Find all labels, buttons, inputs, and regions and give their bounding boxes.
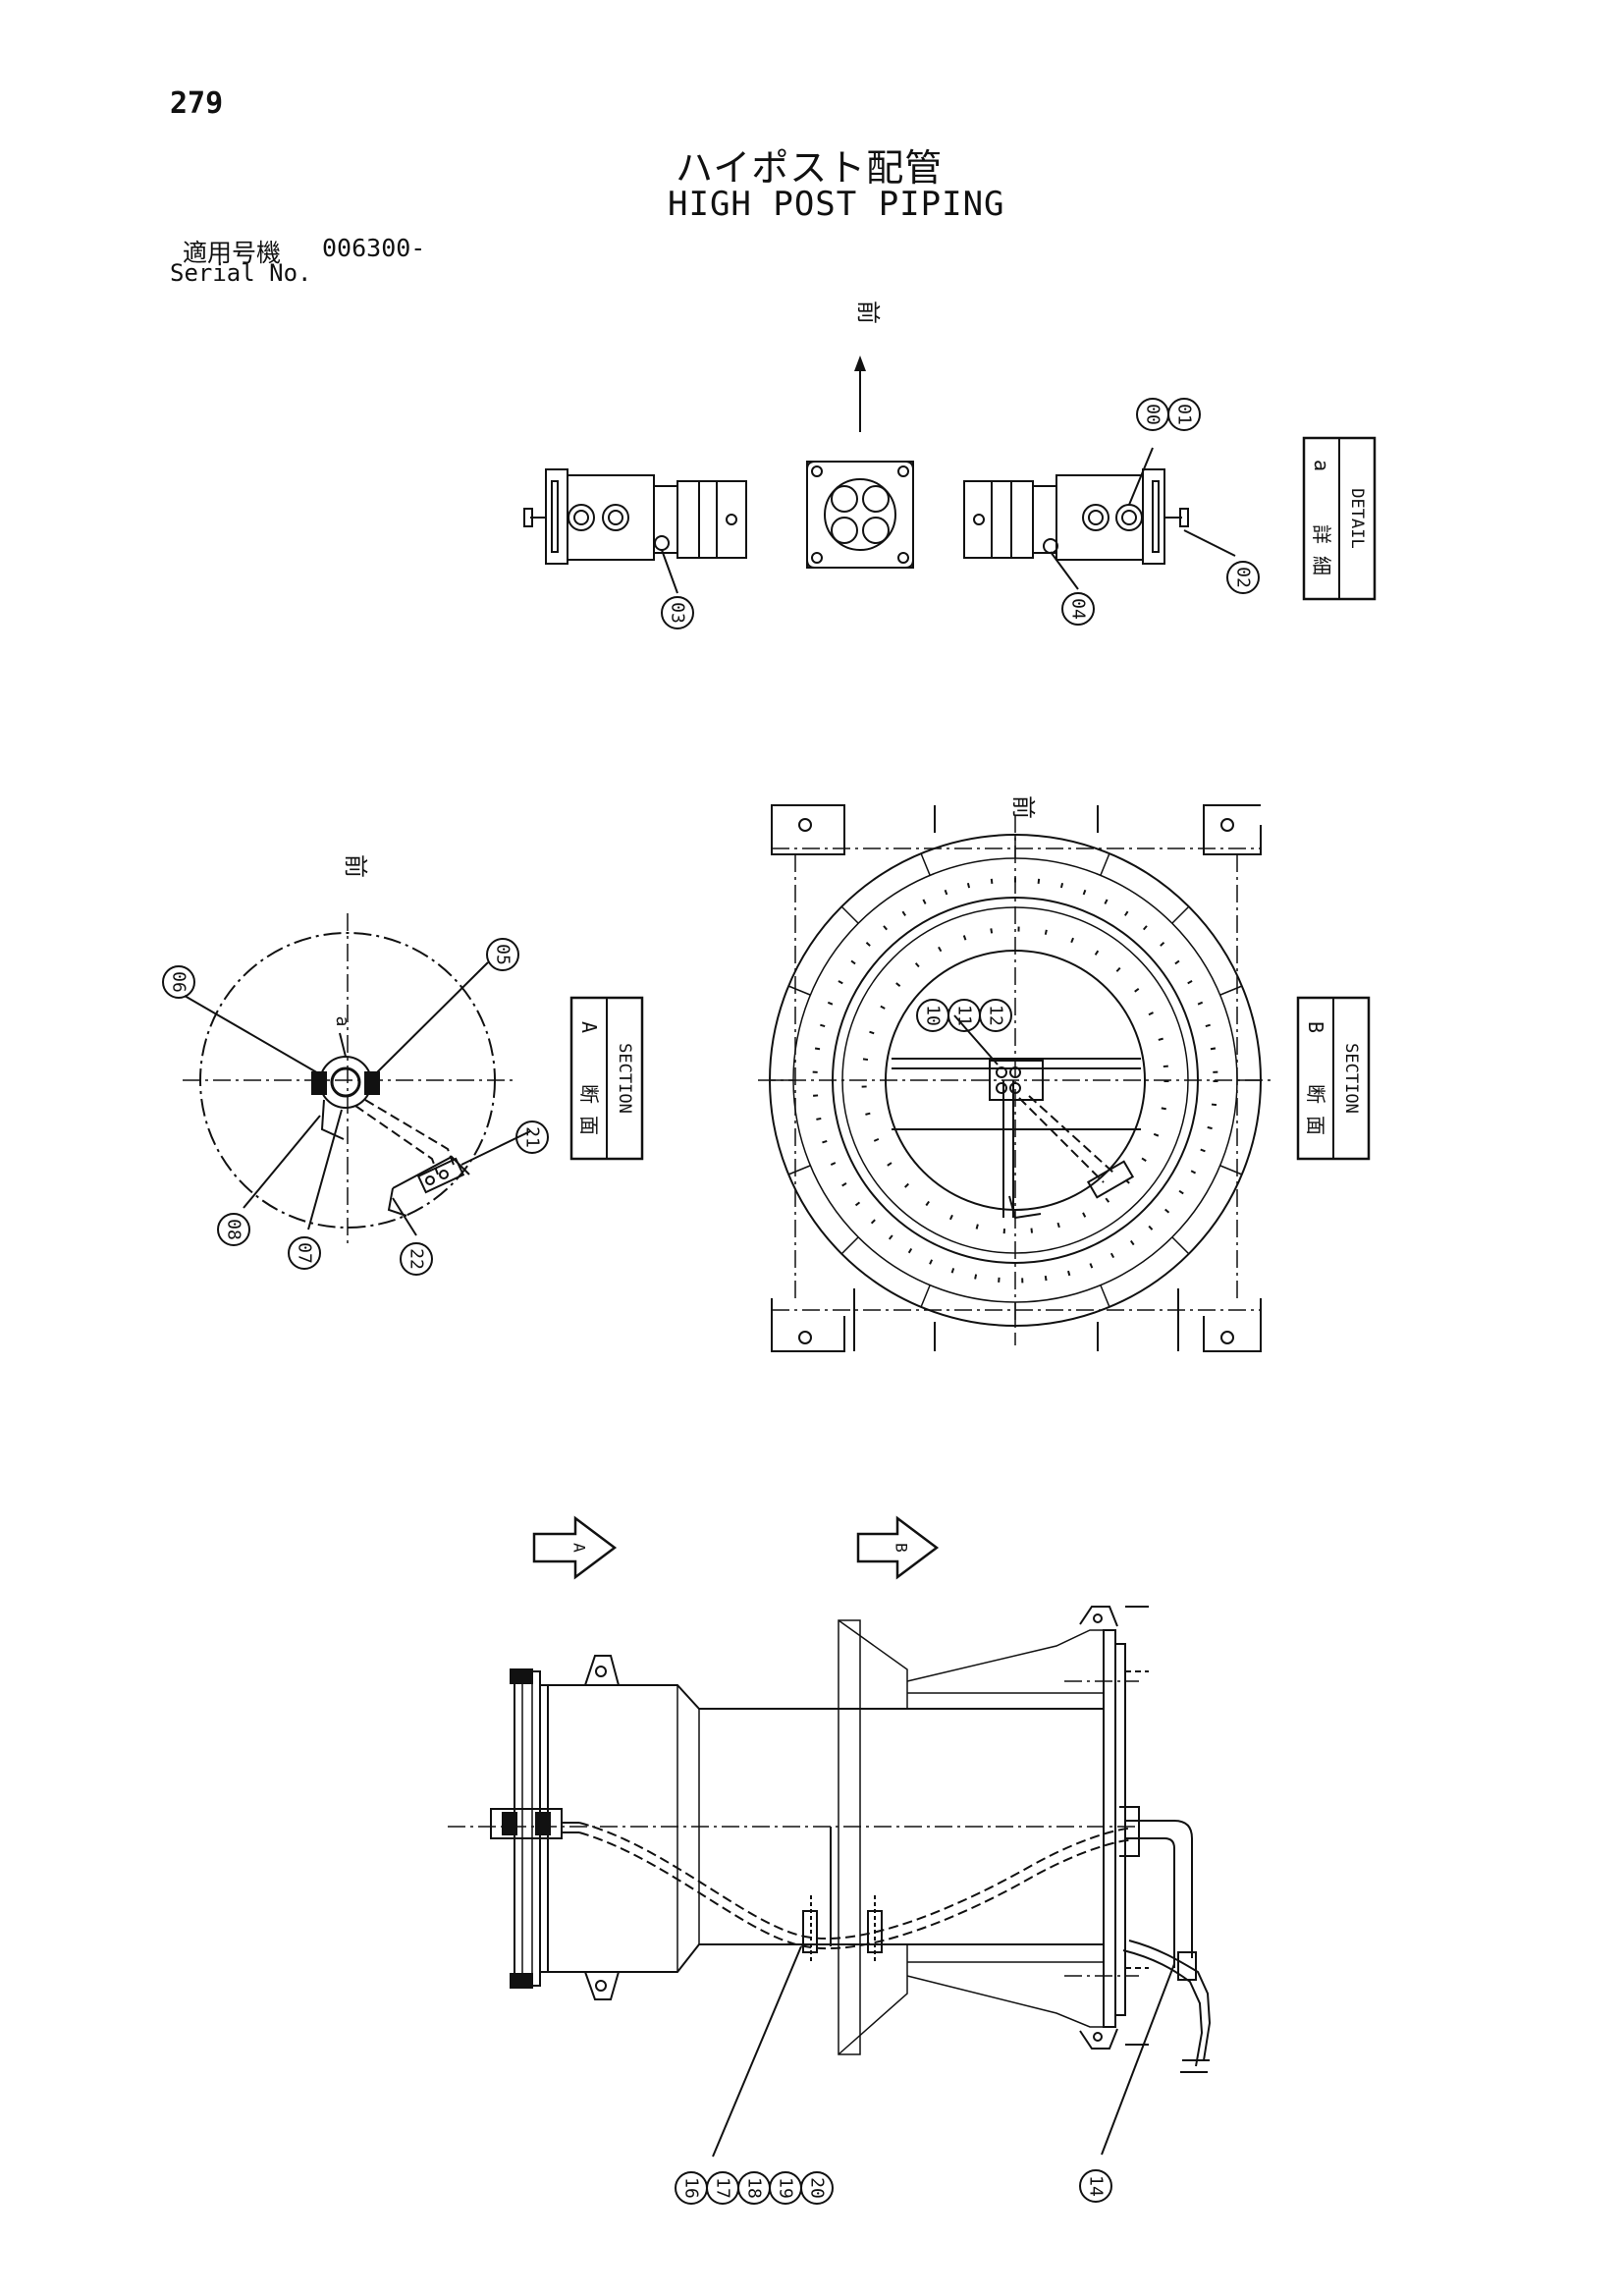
svg-text:B: B: [893, 1543, 911, 1553]
elevation-view: A B: [448, 1515, 1212, 2205]
callout-04: 04: [1061, 592, 1095, 626]
callout-07: 07: [288, 1236, 321, 1270]
svg-text:06: 06: [169, 971, 189, 993]
svg-text:21: 21: [522, 1126, 543, 1148]
callout-19: 19: [769, 2171, 802, 2205]
callout-05: 05: [486, 938, 519, 971]
front-marker-detail: 前: [854, 301, 882, 324]
callout-01: 01: [1167, 398, 1201, 431]
section-b-label-box: 断 面 B SECTION: [1296, 996, 1371, 1161]
callout-03: 03: [661, 596, 694, 629]
svg-text:断 面: 断 面: [577, 1084, 601, 1135]
detail-label-box: 詳 細 a DETAIL: [1302, 436, 1377, 601]
callout-00: 00: [1136, 398, 1169, 431]
svg-text:01: 01: [1174, 404, 1195, 425]
callout-22: 22: [400, 1242, 433, 1276]
flange-top-view: [806, 461, 914, 569]
front-marker-section-a: 前: [342, 854, 369, 878]
svg-text:A: A: [570, 1543, 589, 1553]
section-a-view: 前 a 06 05 08: [162, 854, 644, 1276]
svg-text:A: A: [577, 1021, 601, 1033]
swivel-joint-left: [523, 468, 747, 565]
front-marker-section-b: 前: [1009, 795, 1037, 819]
callout-08: 08: [217, 1213, 250, 1246]
callout-14: 14: [1079, 2169, 1112, 2203]
section-b-view: 前 10 11 12 断 面 B: [758, 795, 1371, 1352]
callout-20: 20: [800, 2171, 834, 2205]
svg-text:SECTION: SECTION: [615, 1043, 634, 1114]
page-number: 279: [170, 86, 224, 121]
svg-text:18: 18: [744, 2177, 765, 2199]
section-a-label-box: 断 面 A SECTION: [569, 996, 644, 1161]
svg-text:詳 細: 詳 細: [1310, 524, 1333, 575]
svg-text:11: 11: [954, 1005, 975, 1026]
callout-16: 16: [675, 2171, 708, 2205]
callout-18: 18: [737, 2171, 771, 2205]
svg-text:04: 04: [1068, 598, 1089, 620]
svg-text:07: 07: [295, 1242, 315, 1264]
title-english: HIGH POST PIPING: [668, 185, 1005, 224]
svg-text:00: 00: [1143, 404, 1163, 425]
svg-text:08: 08: [224, 1219, 244, 1240]
svg-text:DETAIL: DETAIL: [1347, 488, 1367, 548]
callout-02: 02: [1226, 561, 1260, 594]
section-arrow-a: A: [532, 1515, 618, 1580]
svg-text:03: 03: [668, 602, 688, 624]
svg-text:16: 16: [681, 2177, 702, 2199]
svg-text:05: 05: [493, 944, 514, 965]
svg-text:20: 20: [807, 2177, 828, 2199]
svg-text:B: B: [1304, 1021, 1327, 1033]
callout-10: 10: [916, 999, 949, 1032]
svg-text:断 面: 断 面: [1304, 1084, 1327, 1135]
detail-view: 前: [523, 301, 1377, 629]
svg-text:a: a: [332, 1016, 352, 1027]
svg-text:14: 14: [1086, 2175, 1107, 2197]
svg-text:19: 19: [776, 2177, 796, 2199]
section-arrow-b: B: [856, 1515, 940, 1580]
title-japanese: ハイポスト配管: [676, 146, 944, 190]
svg-text:10: 10: [923, 1005, 944, 1026]
callout-21: 21: [515, 1121, 549, 1154]
serial-number-value: 006300-: [322, 234, 426, 262]
callout-group-16-20: 16 17 18 19 20: [675, 2171, 834, 2205]
callout-17: 17: [706, 2171, 739, 2205]
callout-06: 06: [162, 965, 195, 999]
callout-12: 12: [979, 999, 1012, 1032]
svg-text:12: 12: [986, 1005, 1006, 1026]
svg-text:17: 17: [713, 2177, 733, 2199]
svg-text:22: 22: [406, 1248, 427, 1270]
svg-text:SECTION: SECTION: [1341, 1043, 1361, 1114]
svg-text:a: a: [1310, 460, 1333, 471]
serial-label-english: Serial No.: [170, 259, 312, 287]
svg-text:02: 02: [1233, 567, 1254, 588]
swivel-joint-right: [963, 468, 1189, 565]
serial-label-japanese: 適用号機: [183, 239, 282, 267]
